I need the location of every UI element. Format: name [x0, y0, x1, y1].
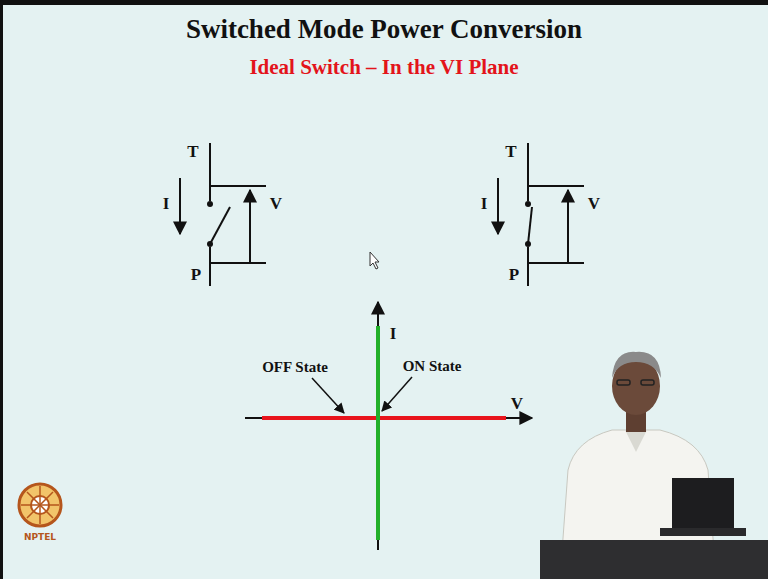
- terminal-label: T: [505, 143, 516, 162]
- current-label: I: [481, 195, 488, 214]
- voltage-label: V: [588, 195, 600, 214]
- frame-edge: [0, 0, 3, 579]
- slide-subtitle: Ideal Switch – In the VI Plane: [249, 56, 518, 79]
- closed-switch: [498, 143, 584, 286]
- terminal-label: T: [187, 143, 198, 162]
- axis-label: I: [390, 325, 397, 344]
- axis-label: V: [511, 395, 523, 414]
- voltage-label: V: [270, 195, 282, 214]
- open-switch: [180, 143, 266, 286]
- mouse-cursor: [370, 252, 379, 269]
- nptel-logo: [19, 484, 61, 526]
- contact-dot: [207, 241, 213, 247]
- contact-dot: [525, 241, 531, 247]
- state-label: ON State: [403, 358, 462, 375]
- vi-plane: [245, 302, 532, 550]
- terminal-label: P: [509, 266, 519, 285]
- contact-dot: [207, 201, 213, 207]
- terminal-label: P: [191, 266, 201, 285]
- state-label: OFF State: [262, 359, 328, 376]
- contact-dot: [525, 201, 531, 207]
- logo-text: NPTEL: [24, 533, 56, 543]
- slide-title: Switched Mode Power Conversion: [186, 15, 582, 45]
- frame-edge: [0, 0, 768, 5]
- presenter-figure: [540, 352, 768, 579]
- current-label: I: [163, 195, 170, 214]
